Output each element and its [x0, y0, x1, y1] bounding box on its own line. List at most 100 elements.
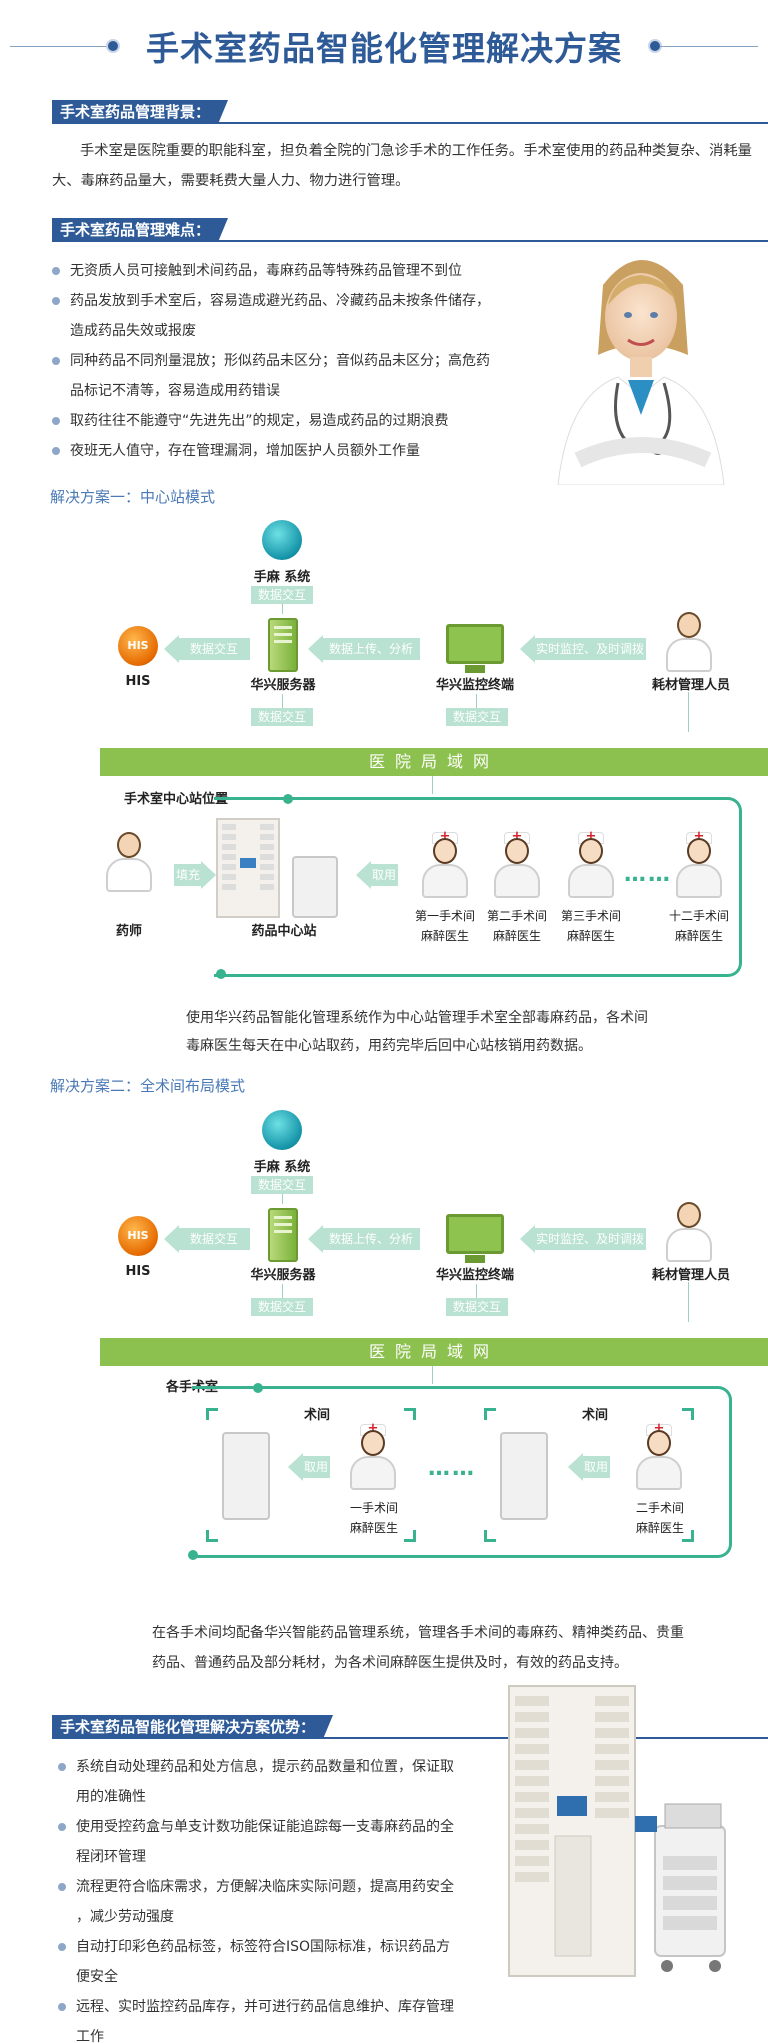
room-b-corner [484, 1408, 496, 1420]
flow-end-dot [188, 1550, 198, 1560]
doctor-avatar-b [634, 1421, 684, 1496]
pharmacist-avatar [104, 832, 154, 902]
room-a-corner [404, 1530, 416, 1542]
flow-end-dot [216, 969, 226, 979]
manager-avatar [664, 612, 714, 672]
list-item: 远程、实时监控药品库存，并可进行药品信息维护、库存管理工作 [56, 1992, 526, 2043]
scheme2-title: 解决方案二：全术间布局模式 [50, 1077, 246, 1095]
page-title: 手术室药品智能化管理解决方案 [146, 29, 622, 68]
scheme1-title: 解决方案一：中心站模式 [50, 488, 216, 506]
globe-icon [262, 1110, 302, 1150]
arrow-terminal-manager: 实时监控、及时调拨 [520, 635, 660, 663]
arrow-take: 取用 [356, 861, 412, 889]
connector-line [282, 1284, 283, 1298]
doctor-avatar-2 [492, 829, 542, 904]
server-icon [268, 1208, 298, 1262]
room-b-corner [682, 1408, 694, 1420]
background-rule [52, 122, 768, 124]
manager-label: 耗材管理人员 [651, 678, 730, 693]
drug-cart [292, 856, 338, 918]
arrow-fill: 填充 [160, 861, 216, 889]
list-item: 系统自动处理药品和处方信息，提示药品数量和位置，保证取用的准确性 [56, 1752, 526, 1812]
his-icon: HIS [118, 1216, 158, 1256]
arrow-take-a: 取用 [288, 1453, 344, 1481]
scheme1-desc: 使用华兴药品智能化管理系统作为中心站管理手术室全部毒麻药品，各术间毒麻医生每天在… [186, 1010, 648, 1054]
difficulty-banner: 手术室药品管理难点： [52, 218, 768, 242]
flow-frame-2 [192, 1386, 732, 1558]
room-a-corner [206, 1408, 218, 1420]
lan-bar-1: 医院局域网 [100, 748, 768, 776]
arrow-his-server: 数据交互 [164, 635, 264, 663]
list-item: 药品发放到手术室后，容易造成避光药品、冷藏药品未按条件储存，造成药品失效或报废 [50, 286, 550, 346]
room-a-cart [222, 1432, 270, 1520]
arrow-his-server: 数据交互 [164, 1225, 264, 1253]
tag-exchange-top: 数据交互 [251, 586, 313, 604]
doctor-illustration [548, 245, 734, 485]
difficulty-heading: 手术室药品管理难点： [52, 218, 228, 242]
drug-cabinet [216, 818, 280, 918]
background-heading: 手术室药品管理背景： [52, 100, 228, 124]
connector-line [282, 604, 283, 614]
manager-avatar [664, 1202, 714, 1262]
doctor-avatar-1 [420, 829, 470, 904]
anesthesia-system-label: 手麻 系统 [253, 570, 311, 585]
manager-label: 耗材管理人员 [651, 1268, 730, 1283]
doctor-room-4: 十二手术间麻醉医生 [668, 909, 729, 943]
lan-bar-2: 医院局域网 [100, 1338, 768, 1366]
doctor-room-b: 二手术间麻醉医生 [635, 1501, 684, 1535]
header-left-dot [106, 39, 120, 53]
monitor-icon [446, 624, 504, 673]
doctor-avatar-a [348, 1421, 398, 1496]
doctor-room-1: 第一手术间麻醉医生 [414, 909, 475, 943]
connector-line [282, 1194, 283, 1204]
ellipsis-dots: …… [624, 862, 672, 887]
scheme2-desc: 在各手术间均配备华兴智能药品管理系统，管理各手术间的毒麻药、精神类药品、贵重药品… [152, 1625, 684, 1671]
connector-line [688, 1282, 689, 1322]
list-item: 夜班无人值守，存在管理漏洞，增加医护人员额外工作量 [50, 436, 550, 466]
doctor-room-2: 第二手术间麻醉医生 [486, 909, 547, 943]
room-a-corner [404, 1408, 416, 1420]
room-b-corner [682, 1530, 694, 1542]
ellipsis-dots: …… [428, 1456, 476, 1481]
difficulty-rule [52, 240, 768, 242]
advantages-list: 系统自动处理药品和处方信息，提示药品数量和位置，保证取用的准确性 使用受控药盒与… [56, 1752, 526, 2043]
advantages-heading: 手术室药品智能化管理解决方案优势： [52, 1715, 333, 1739]
tag-exchange-down-1: 数据交互 [251, 708, 313, 726]
list-item: 自动打印彩色药品标签，标签符合ISO国际标准，标识药品方便安全 [56, 1932, 526, 1992]
doctor-avatar-4 [674, 829, 724, 904]
list-item: 无资质人员可接触到术间药品，毒麻药品等特殊药品管理不到位 [50, 256, 550, 286]
arrow-terminal-manager: 实时监控、及时调拨 [520, 1225, 660, 1253]
tag-exchange-down-2: 数据交互 [446, 708, 508, 726]
connector-line [476, 1284, 477, 1298]
room-b-corner [484, 1530, 496, 1542]
arrow-take-b: 取用 [568, 1453, 624, 1481]
doctor-room-3: 第三手术间麻醉医生 [560, 909, 621, 943]
arrow-server-terminal: 数据上传、分析 [308, 1225, 434, 1253]
drug-station-label: 药品中心站 [251, 924, 317, 939]
list-item: 使用受控药盒与单支计数功能保证能追踪每一支毒麻药品的全程闭环管理 [56, 1812, 526, 1872]
server-icon [268, 618, 298, 672]
doctor-avatar-3 [566, 829, 616, 904]
his-label: HIS [125, 1264, 151, 1279]
arrow-server-terminal: 数据上传、分析 [308, 635, 434, 663]
room-b-cart [500, 1432, 548, 1520]
difficulty-list: 无资质人员可接触到术间药品，毒麻药品等特殊药品管理不到位 药品发放到手术室后，容… [50, 256, 550, 466]
pharmacist-label: 药师 [115, 924, 142, 939]
room-b-label: 术间 [581, 1408, 608, 1423]
header-right-line [660, 46, 758, 47]
list-item: 取药往往不能遵守“先进先出”的规定，易造成药品的过期浪费 [50, 406, 550, 436]
connector-line [476, 694, 477, 708]
server-label: 华兴服务器 [250, 1268, 316, 1283]
header-left-line [10, 46, 116, 47]
globe-icon [262, 520, 302, 560]
flow-frame-1 [214, 797, 742, 977]
list-item: 同种药品不同剂量混放；形似药品未区分；音似药品未区分；高危药品标记不清等，容易造… [50, 346, 550, 406]
connector-line [282, 694, 283, 708]
tag-exchange-down-2: 数据交互 [446, 1298, 508, 1316]
background-text: 手术室是医院重要的职能科室，担负着全院的门急诊手术的工作任务。手术室使用的药品种… [52, 143, 752, 189]
connector-line [688, 692, 689, 732]
terminal-label: 华兴监控终端 [435, 1268, 514, 1283]
connector-line [432, 1366, 433, 1384]
equipment-illustration [505, 1666, 735, 1991]
connector-line [432, 776, 433, 794]
